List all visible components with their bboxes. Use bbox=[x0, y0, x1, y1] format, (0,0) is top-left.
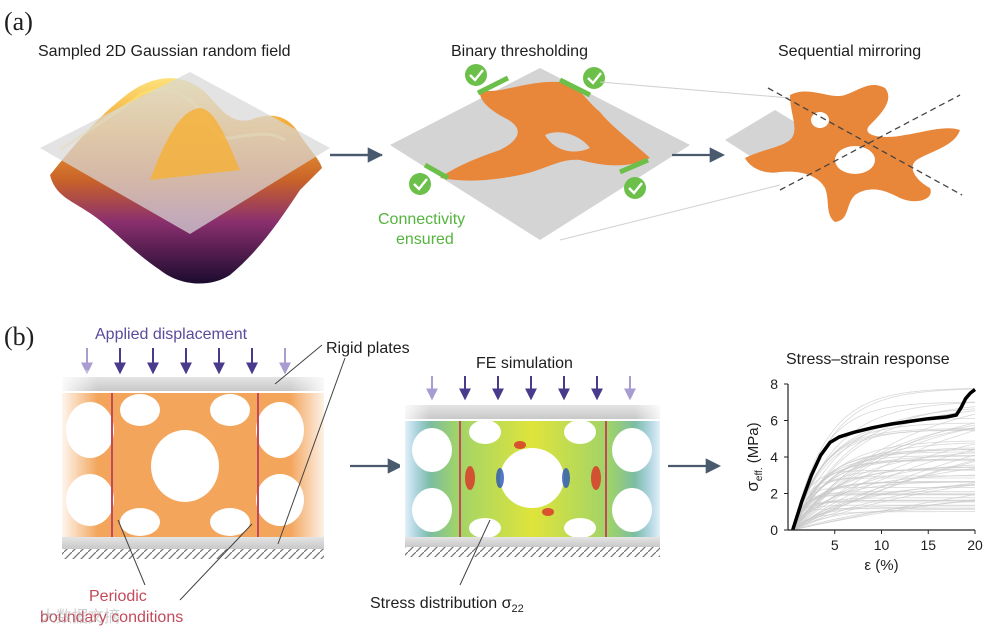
background-curve bbox=[792, 429, 975, 531]
background-curve bbox=[792, 504, 975, 531]
periodic-label-line2: boundary conditions bbox=[40, 609, 183, 626]
periodic-leader-2 bbox=[179, 523, 253, 601]
binary-hole-1 bbox=[545, 132, 590, 152]
ground-hatch-left bbox=[62, 549, 324, 559]
background-curve bbox=[792, 455, 976, 531]
check-icon bbox=[409, 173, 431, 195]
rigid-plates-leader-1 bbox=[274, 344, 323, 385]
panel-b-label: (b) bbox=[4, 322, 34, 351]
projection-line-bottom bbox=[559, 184, 781, 241]
background-curve bbox=[792, 497, 975, 531]
periodic-label-line1: Periodic bbox=[89, 588, 147, 605]
mirror-axis-2 bbox=[779, 94, 961, 191]
stress-leader bbox=[459, 519, 491, 586]
x-axis-label: ε (%) bbox=[864, 557, 898, 574]
fe-fade-left bbox=[400, 400, 430, 550]
background-curve bbox=[792, 494, 976, 531]
fe-stress-field bbox=[405, 420, 660, 538]
binary-shape-orange bbox=[440, 81, 650, 181]
check-icon bbox=[465, 64, 487, 86]
y-ticks: 0 2 4 6 8 bbox=[770, 376, 788, 538]
ground-hatch-fe bbox=[405, 547, 660, 557]
x-ticks: 5 10 15 20 bbox=[831, 530, 983, 553]
y-axis-label: σeff. (MPa) bbox=[743, 422, 765, 491]
background-curve bbox=[792, 477, 975, 531]
watermark: 大数据文摘 bbox=[40, 607, 120, 626]
x-tick-label: 5 bbox=[831, 537, 839, 553]
orange-lattice bbox=[62, 393, 324, 537]
background-curve bbox=[792, 458, 975, 531]
background-curve bbox=[792, 492, 975, 531]
rigid-plate-bottom-left bbox=[62, 537, 324, 549]
rigid-plates-leader-2 bbox=[277, 357, 346, 545]
y-axis-label-unit: (MPa) bbox=[745, 422, 762, 467]
background-curve bbox=[792, 422, 975, 531]
background-curve bbox=[792, 460, 975, 531]
background-curve bbox=[792, 451, 975, 531]
fe-simulation-title: FE simulation bbox=[476, 355, 573, 372]
displacement-arrows-fe bbox=[426, 376, 636, 401]
stress-strain-chart: 5 10 15 20 0 2 4 6 8 ε (%) σeff. (MPa) bbox=[743, 376, 983, 574]
step1-title: Sampled 2D Gaussian random field bbox=[38, 43, 291, 60]
background-curve bbox=[792, 427, 976, 531]
step3-title: Sequential mirroring bbox=[778, 43, 921, 60]
stress-distribution-label: Stress distribution σ22 bbox=[370, 595, 524, 615]
connectivity-note-line2: ensured bbox=[396, 231, 454, 248]
stress-distribution-subscript: 22 bbox=[511, 603, 523, 615]
x-tick-label: 10 bbox=[874, 537, 890, 553]
check-icon bbox=[624, 177, 646, 199]
chart-title: Stress–strain response bbox=[786, 351, 950, 368]
y-tick-label: 6 bbox=[770, 413, 778, 429]
background-curve bbox=[792, 511, 975, 531]
y-tick-label: 2 bbox=[770, 486, 778, 502]
connectivity-edge-3 bbox=[423, 162, 450, 181]
mirrored-holes bbox=[811, 104, 915, 174]
fe-fade-right bbox=[635, 400, 665, 550]
applied-displacement-label: Applied displacement bbox=[95, 326, 248, 343]
rigid-plate-top-left bbox=[62, 377, 324, 391]
projection-line-top bbox=[599, 81, 791, 99]
background-curve bbox=[792, 500, 975, 531]
background-curve bbox=[792, 388, 976, 531]
background-curve bbox=[792, 506, 975, 531]
check-icon bbox=[583, 67, 605, 89]
background-curve bbox=[792, 454, 976, 531]
background-curves bbox=[792, 388, 976, 531]
connectivity-note-line1: Connectivity bbox=[378, 211, 465, 228]
y-axis-label-sub: eff. bbox=[754, 467, 765, 481]
background-curve bbox=[792, 427, 976, 531]
panel-a-label: (a) bbox=[4, 7, 33, 36]
background-curve bbox=[792, 482, 976, 531]
surface-peak bbox=[150, 108, 240, 180]
y-tick-label: 0 bbox=[770, 522, 778, 538]
fade-left bbox=[58, 370, 98, 550]
step2-title: Binary thresholding bbox=[451, 43, 588, 60]
rigid-plate-top-fe bbox=[405, 405, 660, 419]
background-curve bbox=[792, 452, 976, 531]
y-tick-label: 8 bbox=[770, 376, 778, 392]
background-curve bbox=[792, 493, 975, 531]
background-curve bbox=[792, 459, 976, 531]
connectivity-edge-2 bbox=[558, 77, 592, 98]
x-tick-label: 15 bbox=[920, 537, 936, 553]
highlighted-series-line bbox=[791, 388, 977, 531]
displacement-arrows-left bbox=[81, 348, 291, 375]
fade-right bbox=[290, 370, 330, 550]
background-curve bbox=[792, 449, 976, 531]
rigid-plate-bottom-fe bbox=[405, 537, 660, 547]
connectivity-edge-1 bbox=[476, 75, 510, 96]
background-curve bbox=[792, 487, 975, 531]
background-curve bbox=[792, 402, 976, 531]
connectivity-edge-4 bbox=[619, 157, 649, 175]
background-curve bbox=[792, 469, 975, 531]
rigid-plates-label: Rigid plates bbox=[326, 340, 410, 357]
x-tick-label: 20 bbox=[967, 537, 983, 553]
mirror-axis-1 bbox=[767, 87, 963, 196]
periodic-leader-1 bbox=[117, 519, 146, 586]
y-tick-label: 4 bbox=[770, 449, 778, 465]
